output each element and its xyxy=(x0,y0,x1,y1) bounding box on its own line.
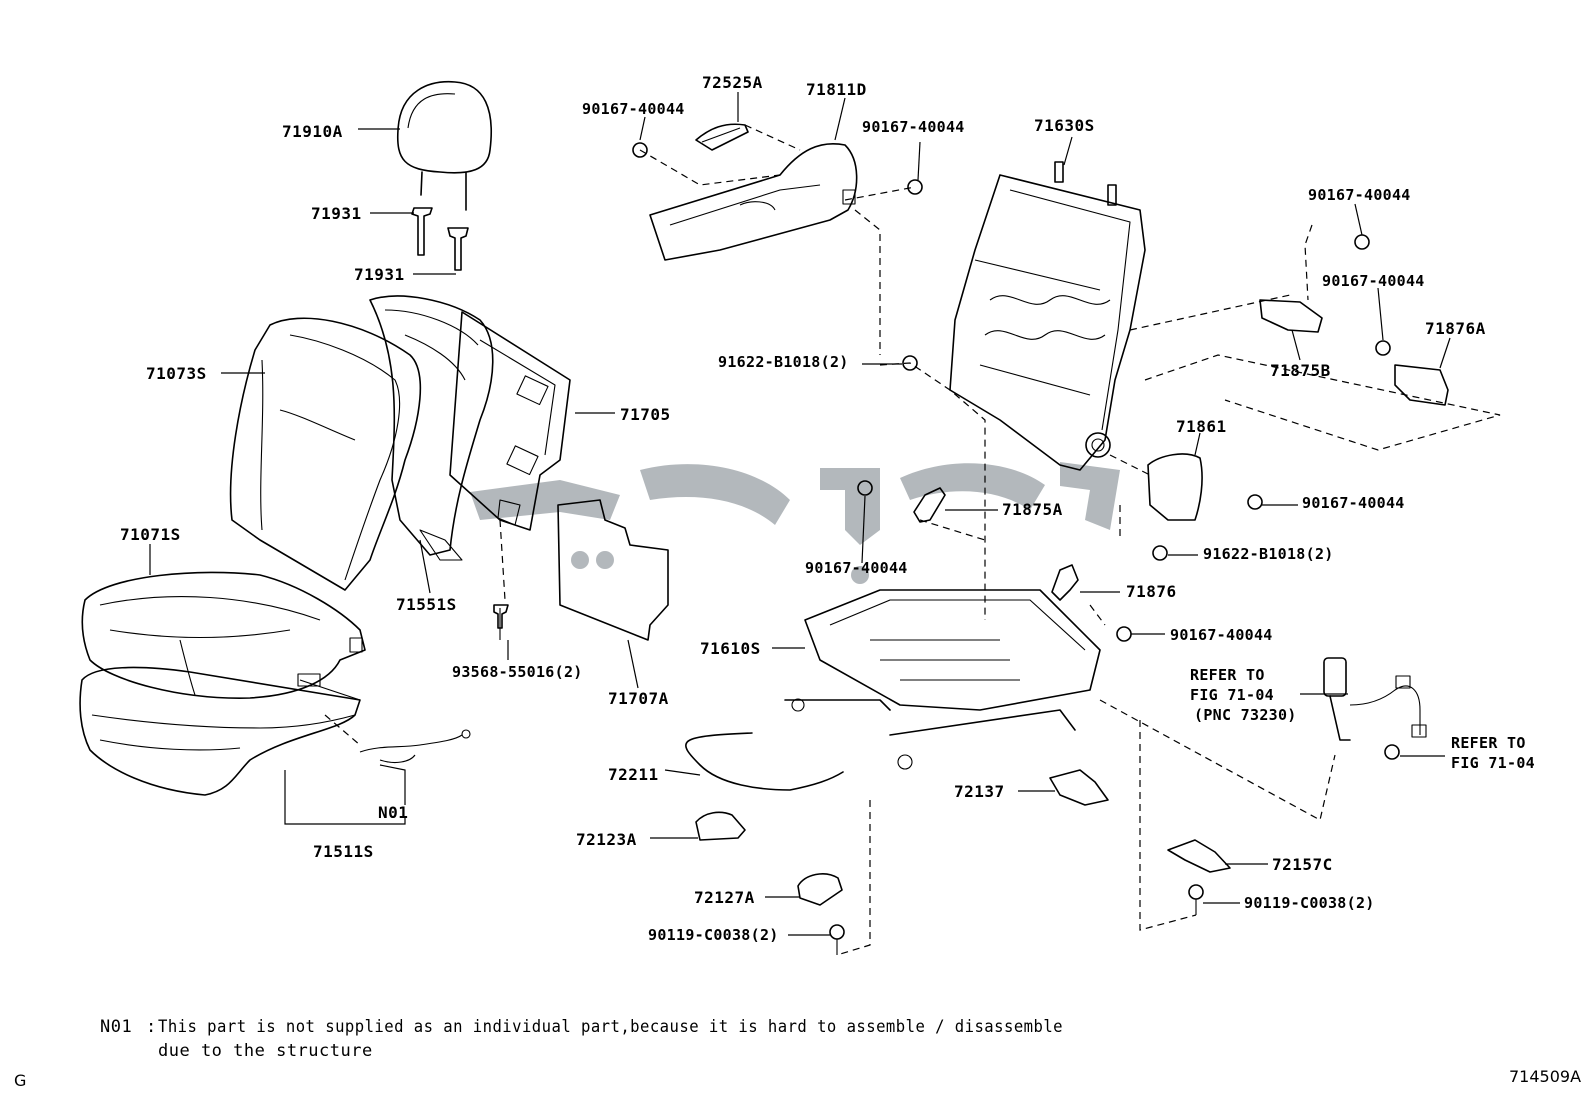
bolt-icon xyxy=(1188,884,1204,900)
bolt-icon xyxy=(907,179,923,195)
bolt-icon xyxy=(1152,545,1168,561)
label-90167-f: 90167-40044 xyxy=(805,559,908,577)
cover-71875B xyxy=(1259,299,1323,333)
label-71630S: 71630S xyxy=(1034,116,1095,135)
headrest-support-upper xyxy=(411,207,433,256)
bolt-icon xyxy=(1384,744,1400,760)
bolt-icon xyxy=(1247,494,1263,510)
label-72211: 72211 xyxy=(608,765,659,784)
recliner-cover-71861 xyxy=(1147,453,1203,521)
seat-cushion-pad-part xyxy=(79,666,361,796)
label-71931-upper: 71931 xyxy=(311,204,362,223)
leader-lines xyxy=(149,92,1451,936)
footnote: N01 : This part is not supplied as an in… xyxy=(100,1017,1063,1061)
corner-mark: G xyxy=(14,1071,26,1090)
label-71876: 71876 xyxy=(1126,582,1177,601)
label-N01: N01 xyxy=(378,803,408,822)
footnote-line2: due to the structure xyxy=(158,1041,373,1061)
label-90167-a: 90167-40044 xyxy=(582,100,685,118)
headrest-part xyxy=(396,80,492,211)
refer-label-1-line1: REFER TO xyxy=(1190,666,1265,684)
bolt-icons xyxy=(499,142,1400,955)
label-90119-b: 90119-C0038(2) xyxy=(1244,894,1375,912)
clip-93568 xyxy=(493,604,509,629)
label-72137: 72137 xyxy=(954,782,1005,801)
label-71876A: 71876A xyxy=(1425,319,1486,338)
label-90167-e: 90167-40044 xyxy=(1302,494,1405,512)
watermark-logo xyxy=(470,462,1120,584)
label-90167-b: 90167-40044 xyxy=(862,118,965,136)
back-carpet-part xyxy=(557,499,669,641)
footnote-line1: This part is not supplied as an individu… xyxy=(158,1017,1063,1037)
label-71610S: 71610S xyxy=(700,639,761,658)
refer-label-2-line2: FIG 71-04 xyxy=(1451,754,1535,772)
bolt-icon xyxy=(1354,234,1370,250)
headrest-support-lower xyxy=(447,227,469,271)
refer-label-1-line3: (PNC 73230) xyxy=(1194,706,1297,724)
label-71861: 71861 xyxy=(1176,417,1227,436)
cover-72127A xyxy=(797,873,843,906)
seatback-frame-part xyxy=(949,161,1146,471)
bolt-icon xyxy=(632,142,648,158)
dashed-reference-lines xyxy=(324,124,1501,956)
bracket-71875A xyxy=(913,487,946,523)
cover-72157C xyxy=(1167,839,1231,873)
label-93568: 93568-55016(2) xyxy=(452,663,583,681)
label-71707A: 71707A xyxy=(608,689,669,708)
label-71875B: 71875B xyxy=(1270,361,1331,380)
label-71931-lower: 71931 xyxy=(354,265,405,284)
bolt-icon xyxy=(857,480,873,496)
label-71071S: 71071S xyxy=(120,525,181,544)
bolt-icon xyxy=(829,924,845,940)
label-71073S: 71073S xyxy=(146,364,207,383)
label-72123A: 72123A xyxy=(576,830,637,849)
part-labels: 71910A 71931 71931 71073S 71705 71071S 7… xyxy=(120,73,1535,944)
figure-code: 714509A xyxy=(1509,1067,1581,1086)
seat-sensor-wire xyxy=(359,729,471,764)
label-90167-d: 90167-40044 xyxy=(1322,272,1425,290)
cover-71876A xyxy=(1394,364,1449,406)
seatback-pad-part xyxy=(369,295,494,561)
label-71811D: 71811D xyxy=(806,80,867,99)
label-91622-a: 91622-B1018(2) xyxy=(718,353,849,371)
label-72127A: 72127A xyxy=(694,888,755,907)
refer-label-2-line1: REFER TO xyxy=(1451,734,1526,752)
label-72157C: 72157C xyxy=(1272,855,1333,874)
label-90167-g: 90167-40044 xyxy=(1170,626,1273,644)
back-board-part xyxy=(449,311,571,531)
footnote-code: N01 xyxy=(100,1017,132,1037)
label-90119-a: 90119-C0038(2) xyxy=(648,926,779,944)
label-71910A: 71910A xyxy=(282,122,343,141)
label-71511S: 71511S xyxy=(313,842,374,861)
bolt-icon xyxy=(1116,626,1132,642)
label-71551S: 71551S xyxy=(396,595,457,614)
label-71875A: 71875A xyxy=(1002,500,1063,519)
refer-label-1-line2: FIG 71-04 xyxy=(1190,686,1274,704)
bracket-71876 xyxy=(1051,564,1079,601)
label-90167-c: 90167-40044 xyxy=(1308,186,1411,204)
cover-72123A xyxy=(695,811,746,841)
cover-72137 xyxy=(1049,769,1109,806)
footnote-colon: : xyxy=(146,1017,157,1037)
label-71705: 71705 xyxy=(620,405,671,424)
seatback-cover-part xyxy=(229,317,422,591)
seat-cushion-frame-part xyxy=(784,589,1101,770)
seat-cushion-cover-part xyxy=(81,571,366,699)
label-91622-b: 91622-B1018(2) xyxy=(1203,545,1334,563)
side-shield-part xyxy=(649,143,858,261)
label-72525A: 72525A xyxy=(702,73,763,92)
bolt-icon xyxy=(1375,340,1391,356)
seatbelt-buckle-part xyxy=(1323,657,1427,741)
knob-72525A xyxy=(695,123,749,151)
wire-72211 xyxy=(685,732,844,791)
bolt-icon xyxy=(902,355,918,371)
